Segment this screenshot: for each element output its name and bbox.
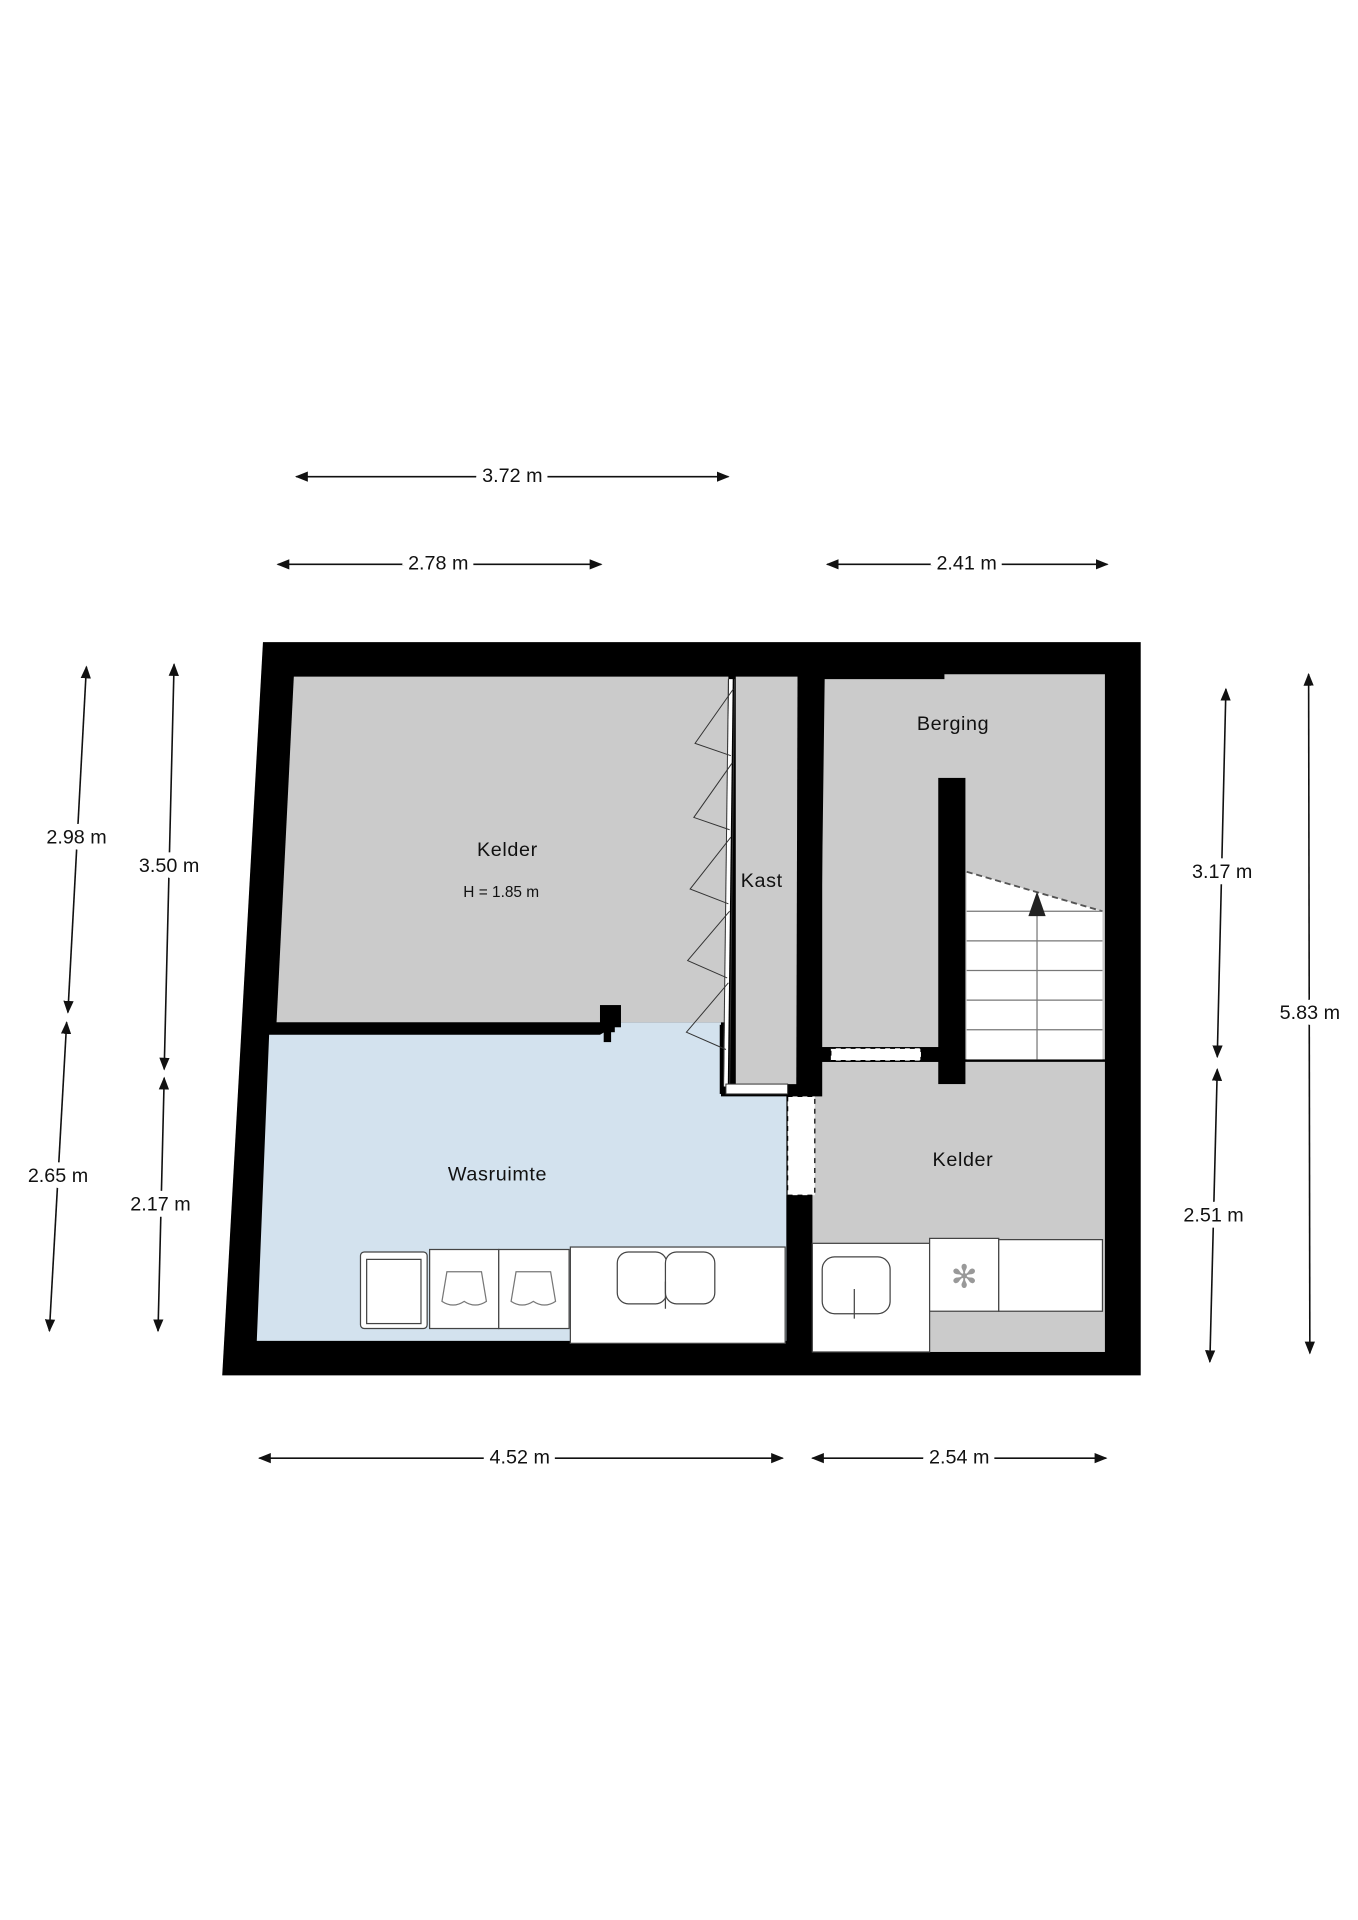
pillar — [599, 1005, 621, 1028]
counter — [998, 1239, 1104, 1312]
middle-wall-lower — [786, 1195, 813, 1346]
stove: ✻ — [928, 1237, 1000, 1312]
pillar-stub — [603, 1024, 612, 1043]
dimension-left-outer-lower: 2.65 m — [22, 1021, 94, 1333]
dryer-2 — [498, 1248, 570, 1330]
dimension-left-inner-lower: 2.17 m — [124, 1076, 197, 1333]
svg-text:2.17 m: 2.17 m — [130, 1193, 190, 1215]
room-kelder-left — [276, 676, 729, 1023]
svg-text:3.50 m: 3.50 m — [139, 855, 199, 877]
svg-text:2.54 m: 2.54 m — [929, 1446, 989, 1468]
dimension-left-outer-upper: 2.98 m — [40, 665, 113, 1014]
stair-up-arrow-icon — [1028, 891, 1046, 917]
dryer-1 — [429, 1248, 500, 1330]
dimension-right-inner-lower: 2.51 m — [1177, 1067, 1250, 1364]
wardrobe-doors[interactable] — [685, 679, 789, 1095]
dimension-top-left: 2.78 m — [276, 546, 603, 581]
wall-stub — [269, 1022, 615, 1033]
room-label-wasruimte: Wasruimte — [448, 1164, 547, 1186]
room-label-berging: Berging — [917, 713, 989, 735]
svg-text:3.72 m: 3.72 m — [482, 465, 542, 487]
svg-text:3.17 m: 3.17 m — [1192, 861, 1252, 883]
svg-text:4.52 m: 4.52 m — [490, 1446, 550, 1468]
svg-text:2.65 m: 2.65 m — [28, 1165, 88, 1187]
sink — [811, 1242, 931, 1353]
double-sink — [569, 1246, 786, 1344]
svg-text:2.51 m: 2.51 m — [1183, 1204, 1243, 1226]
svg-text:5.83 m: 5.83 m — [1280, 1002, 1340, 1024]
room-kast — [735, 676, 798, 1085]
washing-machine — [359, 1251, 428, 1330]
room-label-kelder-left: Kelder — [477, 839, 538, 861]
room-height-note: H = 1.85 m — [463, 884, 539, 901]
dimension-left-inner-upper: 3.50 m — [133, 663, 206, 1071]
dimension-bottom-right: 2.54 m — [811, 1440, 1108, 1475]
door-berging-kelder[interactable] — [830, 1047, 922, 1062]
stair-partition-wall — [938, 777, 966, 1085]
staircase[interactable] — [966, 870, 1103, 1060]
middle-wall — [797, 676, 823, 1097]
door-wasruimte-kelder[interactable] — [787, 1095, 816, 1196]
room-label-kelder-right: Kelder — [933, 1149, 994, 1171]
svg-text:✻: ✻ — [951, 1259, 978, 1295]
svg-text:2.98 m: 2.98 m — [46, 827, 106, 849]
dimension-top-overall: 3.72 m — [295, 459, 730, 493]
dimension-right-overall: 5.83 m — [1273, 672, 1346, 1355]
dimension-bottom-left: 4.52 m — [257, 1440, 784, 1475]
room-label-kast: Kast — [741, 870, 783, 892]
dimension-top-right: 2.41 m — [825, 546, 1109, 581]
svg-text:2.41 m: 2.41 m — [936, 553, 996, 575]
svg-text:2.78 m: 2.78 m — [408, 553, 468, 575]
dimension-right-inner-upper: 3.17 m — [1186, 687, 1259, 1059]
